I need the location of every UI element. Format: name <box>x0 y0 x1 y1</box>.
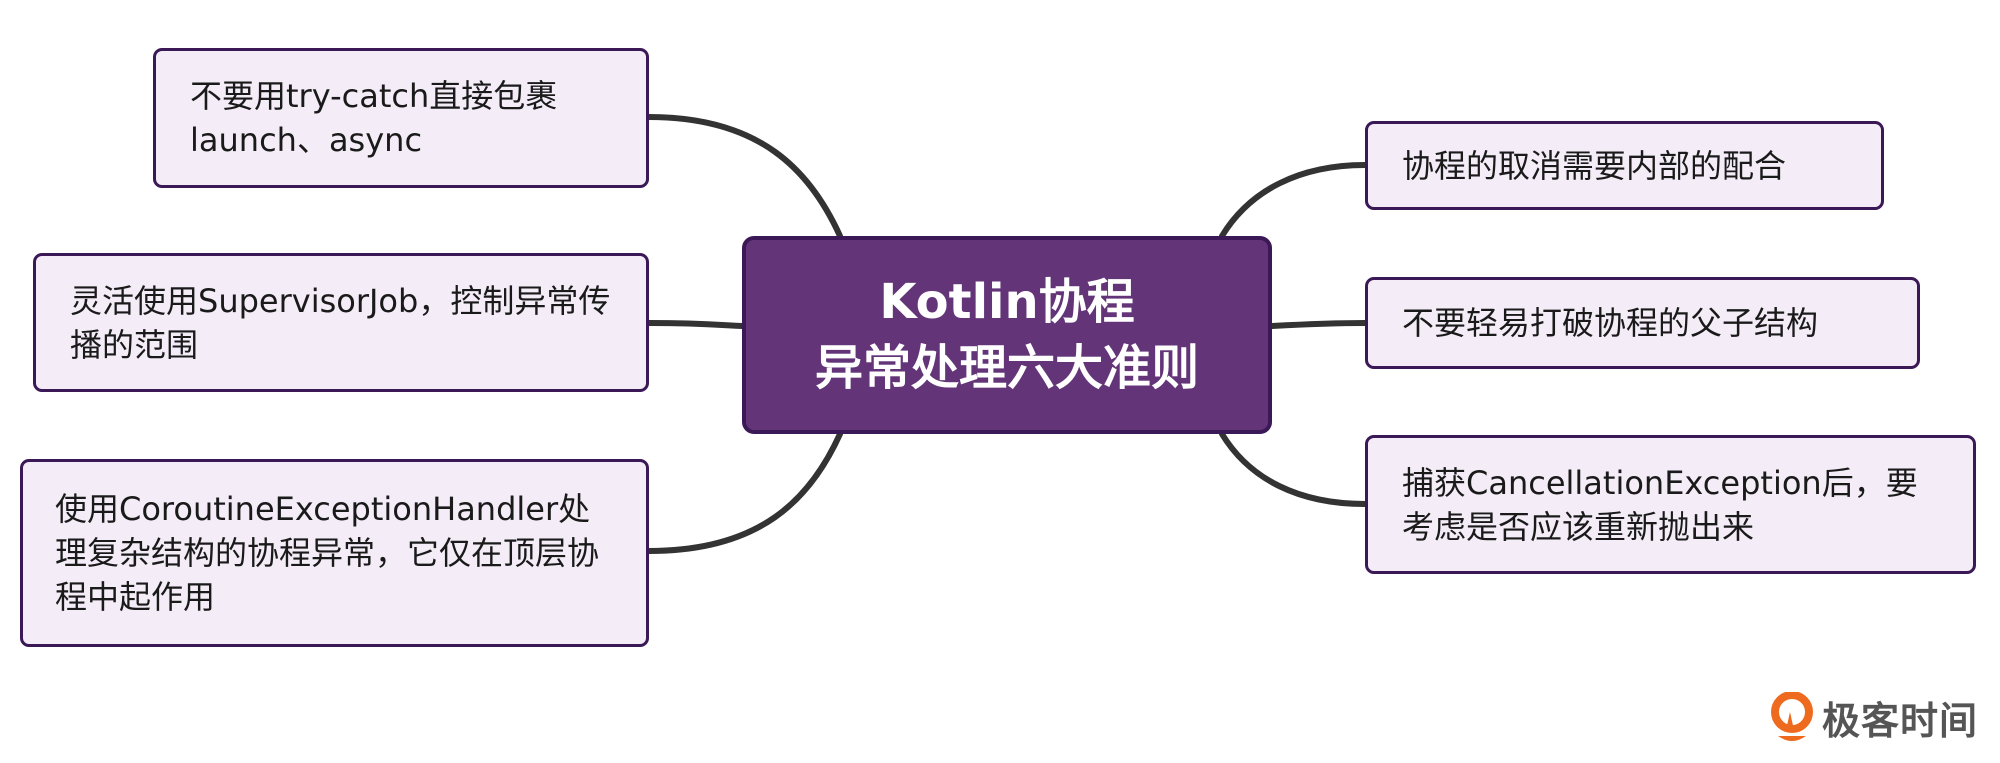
topic-left-2[interactable]: 灵活使用SupervisorJob，控制异常传播的范围 <box>33 253 649 392</box>
geektime-logo: 极客时间 <box>1770 690 1978 745</box>
topic-text: 灵活使用SupervisorJob，控制异常传播的范围 <box>70 281 611 364</box>
topic-right-3[interactable]: 捕获CancellationException后，要考虑是否应该重新抛出来 <box>1365 435 1976 574</box>
central-topic-line1: Kotlin协程 <box>879 274 1135 330</box>
link-left-3 <box>646 431 843 554</box>
link-right-2 <box>1269 320 1368 329</box>
link-right-1 <box>1219 162 1368 239</box>
geektime-logo-text: 极客时间 <box>1822 699 1979 743</box>
topic-text: 不要轻易打破协程的父子结构 <box>1402 304 1819 342</box>
topic-text: 捕获CancellationException后，要考虑是否应该重新抛出来 <box>1402 463 1918 546</box>
link-left-2 <box>646 320 745 329</box>
geektime-logo-icon <box>1771 691 1813 741</box>
central-topic-line2: 异常处理六大准则 <box>814 340 1199 396</box>
topic-text: 不要用try-catch直接包裹launch、async <box>190 77 558 159</box>
central-topic[interactable]: Kotlin协程 异常处理六大准则 <box>742 236 1272 434</box>
link-right-3 <box>1219 431 1368 507</box>
link-left-1 <box>646 114 843 239</box>
topic-text: 使用CoroutineExceptionHandler处理复杂结构的协程异常，它… <box>55 490 600 616</box>
topic-right-1[interactable]: 协程的取消需要内部的配合 <box>1365 121 1884 210</box>
topic-right-2[interactable]: 不要轻易打破协程的父子结构 <box>1365 277 1920 369</box>
topic-left-1[interactable]: 不要用try-catch直接包裹launch、async <box>153 48 649 188</box>
topic-left-3[interactable]: 使用CoroutineExceptionHandler处理复杂结构的协程异常，它… <box>20 459 649 647</box>
topic-text: 协程的取消需要内部的配合 <box>1402 146 1787 185</box>
